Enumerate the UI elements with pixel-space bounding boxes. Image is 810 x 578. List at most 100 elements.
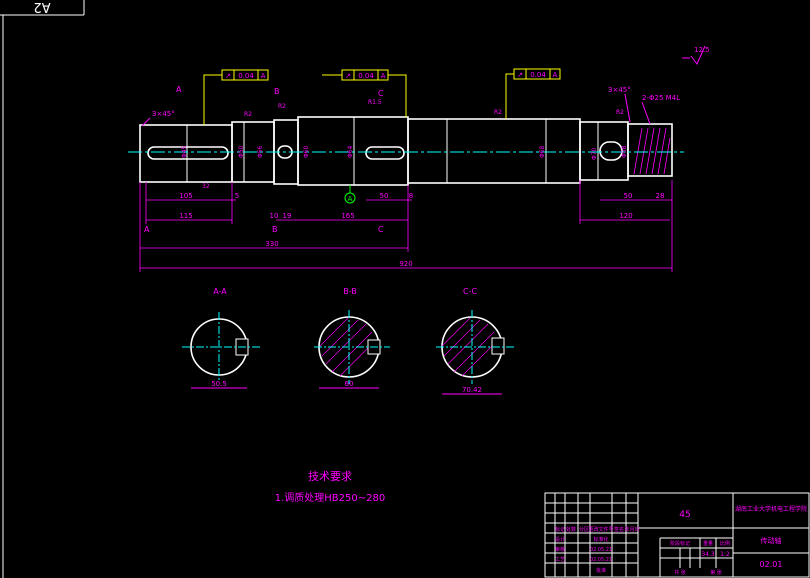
svg-text:19: 19 (283, 212, 292, 220)
dia-phi58: Φ58 (621, 145, 628, 158)
dimension-lines (139, 180, 673, 272)
dia-phi64: Φ64 (347, 145, 354, 158)
svg-text:↗: ↗ (517, 71, 523, 79)
svg-text:165: 165 (341, 212, 354, 220)
svg-text:审核: 审核 (555, 546, 565, 553)
svg-text:A: A (144, 225, 150, 234)
svg-text:A: A (261, 72, 266, 80)
chamfer-right-label: 3×45° (608, 86, 631, 94)
svg-text:02.05.21: 02.05.21 (590, 547, 612, 553)
svg-text:设计: 设计 (555, 536, 565, 543)
section-markers: A A B B C C (144, 85, 384, 234)
part-name: 传动轴 (761, 536, 782, 545)
svg-text:标记: 标记 (555, 526, 565, 533)
svg-text:B: B (274, 87, 280, 96)
chamfer-left-label: 3×45° (152, 110, 175, 118)
dia-phi60: Φ60 (303, 145, 310, 158)
svg-text:0.04: 0.04 (238, 72, 254, 80)
svg-text:1:2: 1:2 (720, 551, 730, 558)
svg-text:50: 50 (380, 192, 389, 200)
dia-phi70: Φ70 (591, 147, 598, 160)
sheet-size-label: A2 (33, 0, 50, 14)
school-label: 湖南工业大学机电工程学院 (735, 505, 807, 513)
svg-text:B: B (272, 225, 278, 234)
svg-text:50: 50 (624, 192, 633, 200)
callouts: 3×45° 3×45° 2-Φ25 M4L R2 R2 R1.5 R2 R2 3… (141, 86, 680, 190)
svg-text:28: 28 (656, 192, 665, 200)
svg-text:8: 8 (409, 192, 413, 200)
dia-phi50: Φ50 (238, 145, 245, 158)
r-left-label: R2 (244, 111, 252, 118)
svg-text:年月日: 年月日 (624, 526, 639, 533)
svg-text:A: A (381, 72, 386, 80)
notes-line1: 1.调质处理HB250~280 (275, 492, 385, 504)
dimension-texts: 105 5 115 10 19 165 50 8 120 50 28 330 9… (179, 192, 664, 268)
svg-text:5: 5 (235, 192, 239, 200)
svg-text:工艺: 工艺 (555, 557, 565, 563)
tolerance-frame-2: ↗ 0.04 A (322, 69, 407, 117)
svg-text:330: 330 (265, 240, 278, 248)
roughness-symbol: 12.5 (682, 45, 710, 65)
section-bb: B-B 60 (314, 287, 390, 389)
material-label: 45 (679, 510, 690, 520)
svg-text:共 张: 共 张 (674, 569, 686, 576)
section-aa-dim: 50.5 (211, 380, 227, 388)
r-right-label: R2 (494, 109, 502, 116)
svg-text:签名: 签名 (614, 526, 624, 533)
svg-text:阶段标记: 阶段标记 (670, 540, 690, 547)
r-right2-label: R2 (616, 109, 624, 116)
r-mid-label: R2 (278, 103, 286, 110)
svg-text:处数: 处数 (566, 526, 576, 533)
dia-phi68: Φ68 (539, 145, 546, 158)
title-block (544, 492, 810, 578)
thread-hatch (633, 127, 671, 175)
section-cc-dim: 70.42 (462, 386, 482, 394)
svg-text:第 张: 第 张 (710, 569, 722, 576)
r15-label: R1.5 (368, 99, 382, 106)
section-aa: A-A 50.5 (182, 287, 260, 389)
svg-text:重量: 重量 (703, 540, 713, 547)
section-bb-label: B-B (343, 287, 357, 296)
svg-text:比例: 比例 (720, 540, 730, 547)
svg-text:920: 920 (399, 260, 412, 268)
title-block-text: 45 湖南工业大学机电工程学院 传动轴 02.01 阶段标记 重量 比例 34.… (555, 505, 807, 576)
svg-text:A: A (553, 71, 558, 79)
svg-text:A: A (348, 195, 353, 203)
svg-text:120: 120 (619, 212, 632, 220)
diameter-labels: Φ45 Φ50 Φ56 Φ60 Φ64 Φ68 Φ70 Φ58 (181, 145, 628, 160)
shaft-outline (139, 116, 673, 186)
svg-text:更改文件号: 更改文件号 (588, 526, 613, 533)
section-cc: C-C 70.42 (436, 287, 514, 395)
thread-label: 2-Φ25 M4L (642, 94, 680, 102)
section-cc-label: C-C (463, 287, 477, 296)
svg-text:34.3: 34.3 (701, 551, 715, 558)
svg-text:C: C (378, 225, 384, 234)
svg-text:批准: 批准 (596, 567, 606, 574)
svg-text:分区: 分区 (579, 526, 589, 533)
tolerance-frame-1: ↗ 0.04 A (203, 69, 269, 125)
svg-text:A: A (176, 85, 182, 94)
svg-text:02.05.21: 02.05.21 (590, 557, 612, 563)
svg-text:0.04: 0.04 (530, 71, 546, 79)
svg-text:↗: ↗ (225, 72, 231, 80)
tolerance-frame-3: ↗ 0.04 A (505, 68, 561, 119)
svg-text:标准化: 标准化 (593, 536, 608, 543)
notes-heading: 技术要求 (308, 470, 352, 483)
datum-a: A (344, 185, 356, 204)
svg-text:↗: ↗ (345, 72, 351, 80)
shaft-inner-lines (186, 117, 599, 185)
dim-32-label: 32 (202, 183, 210, 190)
svg-text:0.04: 0.04 (358, 72, 374, 80)
svg-text:C: C (378, 89, 384, 98)
drawing-frame (0, 0, 85, 578)
svg-text:115: 115 (179, 212, 192, 220)
section-aa-label: A-A (213, 287, 227, 296)
svg-text:12.5: 12.5 (694, 46, 710, 54)
svg-text:10: 10 (270, 212, 279, 220)
section-bb-dim: 60 (345, 380, 354, 388)
dia-phi45: Φ45 (181, 145, 188, 158)
svg-text:105: 105 (179, 192, 192, 200)
dia-phi56: Φ56 (257, 145, 264, 158)
drawing-number: 02.01 (760, 560, 783, 569)
